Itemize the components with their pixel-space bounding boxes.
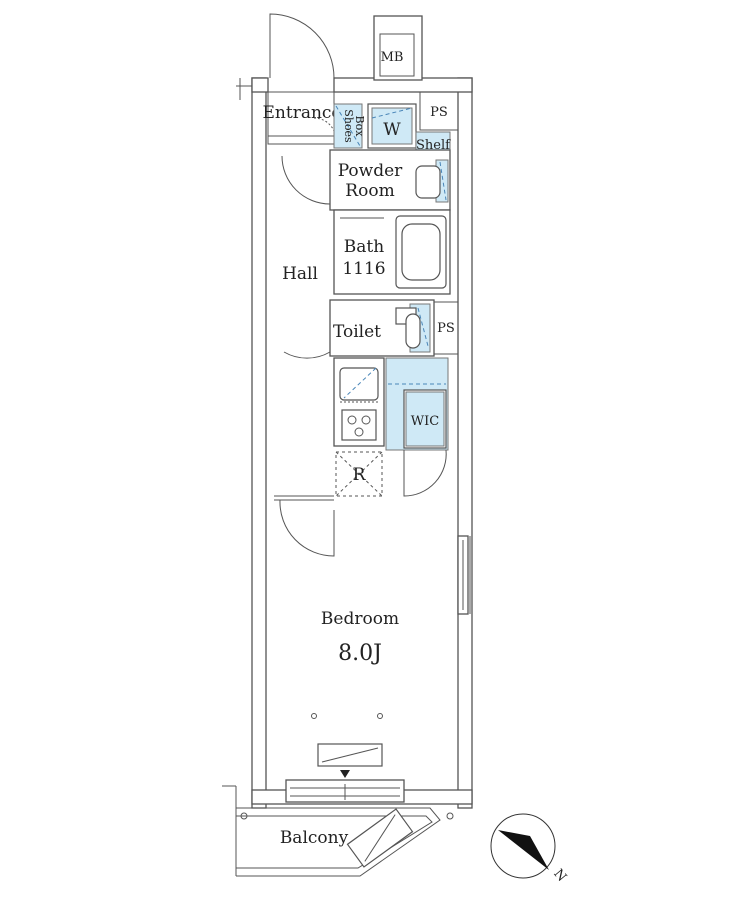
shelf-label: Shelf — [416, 138, 451, 153]
ps-mid-label: PS — [437, 321, 455, 336]
ps-top-label: PS — [430, 105, 448, 120]
outlet-left — [311, 713, 317, 719]
fridge-label: R — [353, 465, 367, 485]
bath-size-label: 1116 — [342, 259, 385, 279]
kitchen — [333, 357, 385, 447]
pipe-space-mid: PS — [433, 301, 459, 355]
outlet-right — [377, 713, 383, 719]
bath: Bath 1116 — [333, 209, 451, 295]
washer-label: W — [383, 120, 401, 140]
entrance-door — [269, 13, 335, 79]
compass-north-label: N — [550, 867, 569, 885]
washer-space: W — [367, 103, 417, 149]
hall-doors — [274, 155, 335, 557]
toilet: Toilet — [329, 299, 435, 357]
powder-room: Powder Room — [329, 149, 451, 211]
hall-label: Hall — [282, 264, 318, 284]
right-window — [457, 535, 471, 615]
bedroom-window — [285, 779, 405, 803]
toilet-label: Toilet — [333, 322, 381, 342]
bedroom-label: Bedroom — [321, 609, 399, 629]
shelf: Shelf — [415, 131, 451, 157]
ac-arrow-icon — [340, 770, 350, 778]
shoes-label: Shoes — [342, 109, 355, 143]
compass-needle-icon — [498, 830, 549, 870]
refrigerator-space: R — [335, 451, 383, 497]
shoes-box: Shoes Box — [333, 103, 366, 149]
powder-label-2: Room — [345, 181, 394, 201]
mb-label: MB — [381, 50, 404, 65]
balcony: Balcony — [222, 785, 454, 877]
entrance-area: Entrance — [263, 91, 342, 145]
bath-label: Bath — [344, 237, 384, 257]
walk-in-closet: WIC — [385, 357, 449, 497]
pipe-space-top: PS — [419, 91, 459, 131]
air-conditioner — [317, 743, 383, 778]
box-label: Box — [353, 116, 366, 138]
entrance-label: Entrance — [263, 103, 342, 123]
wic-label: WIC — [411, 414, 439, 429]
bedroom-size-label: 8.0J — [338, 641, 382, 666]
outer-walls — [236, 77, 473, 809]
meter-box: MB — [373, 15, 423, 81]
compass: N — [490, 813, 569, 885]
powder-label-1: Powder — [338, 161, 403, 181]
balcony-label: Balcony — [280, 828, 349, 848]
